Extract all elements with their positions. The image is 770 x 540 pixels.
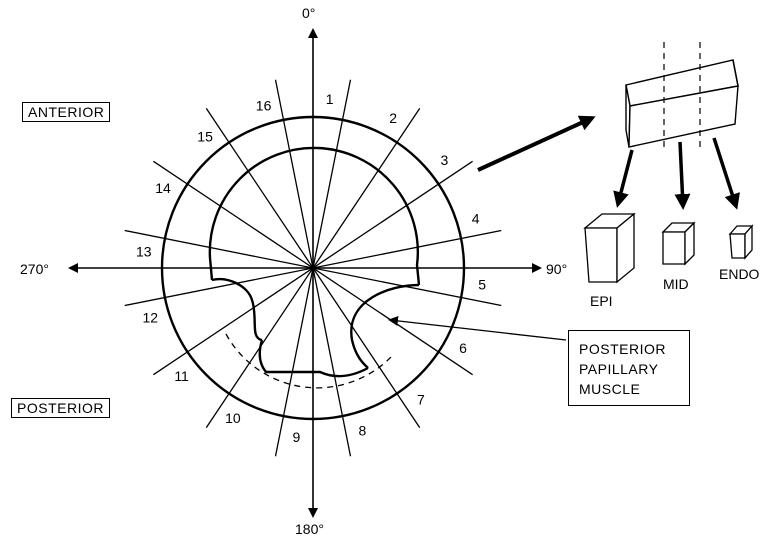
segment-label-5: 5 bbox=[478, 277, 486, 293]
callout-line-3: MUSCLE bbox=[579, 381, 641, 397]
callout-line-2: PAPILLARY bbox=[579, 361, 659, 377]
axis-label-left: 270° bbox=[20, 261, 49, 277]
axis-label-top: 0° bbox=[302, 5, 315, 21]
segment-label-2: 2 bbox=[389, 110, 397, 126]
tissue-block bbox=[625, 59, 739, 148]
arrow-to-mid bbox=[674, 141, 691, 210]
segment-label-12: 12 bbox=[143, 309, 159, 325]
segment-spokes bbox=[124, 79, 502, 457]
segment-label-11: 11 bbox=[174, 368, 189, 384]
left-papillary-muscle bbox=[211, 277, 263, 342]
papillary-callout-arrow bbox=[388, 315, 567, 341]
layer-label-mid: MID bbox=[663, 276, 689, 292]
axis-label-bottom: 180° bbox=[295, 521, 324, 537]
arrow-to-epi bbox=[613, 149, 634, 208]
segment-label-7: 7 bbox=[417, 391, 425, 407]
segment-label-1: 1 bbox=[326, 91, 334, 107]
segment-label-8: 8 bbox=[359, 423, 367, 439]
segment-label-10: 10 bbox=[225, 410, 241, 426]
inner-cavity-outline bbox=[208, 146, 421, 378]
segment-label-13: 13 bbox=[136, 243, 152, 259]
layer-label-epi: EPI bbox=[590, 293, 613, 309]
segment-label-9: 9 bbox=[293, 429, 301, 445]
posterior-label: POSTERIOR bbox=[11, 398, 110, 418]
segment-label-16: 16 bbox=[256, 97, 272, 113]
anterior-label: ANTERIOR bbox=[22, 102, 111, 122]
epi-block bbox=[583, 212, 636, 284]
segment-label-6: 6 bbox=[459, 340, 467, 356]
axis-label-right: 90° bbox=[546, 261, 567, 277]
papillary-muscle-callout: POSTERIOR PAPILLARY MUSCLE bbox=[568, 330, 690, 406]
segment-spoke bbox=[274, 79, 352, 457]
mid-block bbox=[661, 221, 696, 266]
segment-to-block-arrow bbox=[477, 115, 596, 172]
arrow-to-endo bbox=[712, 137, 740, 210]
right-papillary-muscle bbox=[350, 283, 420, 369]
layer-label-endo: ENDO bbox=[719, 266, 760, 282]
cavity-dashed-boundary bbox=[225, 333, 393, 389]
segment-label-4: 4 bbox=[472, 211, 480, 227]
segment-label-3: 3 bbox=[441, 152, 449, 168]
endo-block bbox=[728, 224, 754, 260]
segment-label-14: 14 bbox=[155, 180, 171, 196]
segment-label-15: 15 bbox=[197, 129, 213, 145]
outer-wall-circle bbox=[160, 115, 466, 421]
callout-line-1: POSTERIOR bbox=[579, 341, 666, 357]
